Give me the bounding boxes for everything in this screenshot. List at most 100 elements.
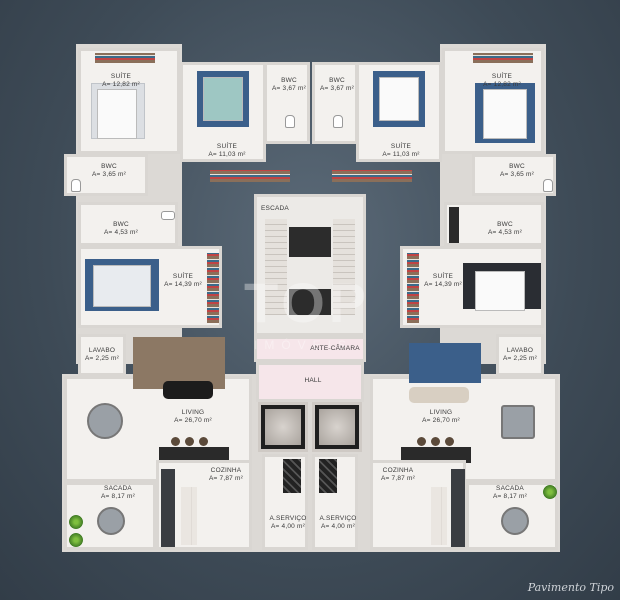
plant — [543, 485, 557, 499]
stool — [431, 437, 440, 446]
rug — [133, 337, 225, 389]
plan-signature: Pavimento Tipo — [527, 581, 614, 594]
stool — [445, 437, 454, 446]
room-antecamara: ANTE-CÂMARA — [254, 336, 366, 362]
bed — [203, 77, 243, 121]
dining-table — [501, 405, 535, 439]
plant — [69, 515, 83, 529]
wardrobe — [473, 53, 533, 63]
balcony-table — [501, 507, 529, 535]
sink — [161, 211, 175, 220]
bed — [379, 77, 419, 121]
room-label: ANTE-CÂMARA — [310, 345, 360, 352]
toilet — [543, 179, 553, 192]
stool — [185, 437, 194, 446]
kitchen-counter — [161, 469, 175, 547]
toilet — [333, 115, 343, 128]
wardrobe — [210, 170, 290, 182]
laundry-counter — [319, 459, 337, 493]
stool — [199, 437, 208, 446]
wardrobe — [407, 253, 419, 323]
watermark-logo-subtitle: IMÓVEIS — [254, 338, 354, 352]
stool — [417, 437, 426, 446]
laundry-counter — [283, 459, 301, 493]
wardrobe — [207, 253, 219, 323]
bed — [475, 271, 525, 311]
room-label: ESCADA — [261, 205, 289, 212]
kitchen-counter — [451, 469, 465, 547]
stair-flight — [333, 219, 355, 315]
stair-well — [289, 289, 331, 315]
watermark-logo: TOP — [244, 271, 371, 334]
dining-table — [87, 403, 123, 439]
shower-panel — [449, 207, 459, 243]
balcony-table — [97, 507, 125, 535]
room-escada: ESCADA — [254, 194, 366, 336]
elevator — [312, 402, 362, 452]
rug — [409, 343, 481, 383]
kitchen-island — [401, 447, 471, 463]
bed — [483, 89, 527, 139]
elevator — [258, 402, 308, 452]
room-hall: HALL — [256, 362, 364, 402]
sofa — [409, 387, 469, 403]
toilet — [285, 115, 295, 128]
bed — [97, 89, 137, 139]
wardrobe — [332, 170, 412, 182]
stair-flight — [265, 219, 287, 315]
stool — [171, 437, 180, 446]
stair-well — [289, 227, 331, 257]
room-label: HALL — [304, 377, 322, 384]
toilet — [71, 179, 81, 192]
kitchen-island — [159, 447, 229, 463]
sofa — [163, 381, 213, 399]
bed — [93, 265, 151, 307]
kitchen-counter — [431, 487, 447, 545]
wardrobe — [95, 53, 155, 63]
kitchen-counter — [181, 487, 197, 545]
